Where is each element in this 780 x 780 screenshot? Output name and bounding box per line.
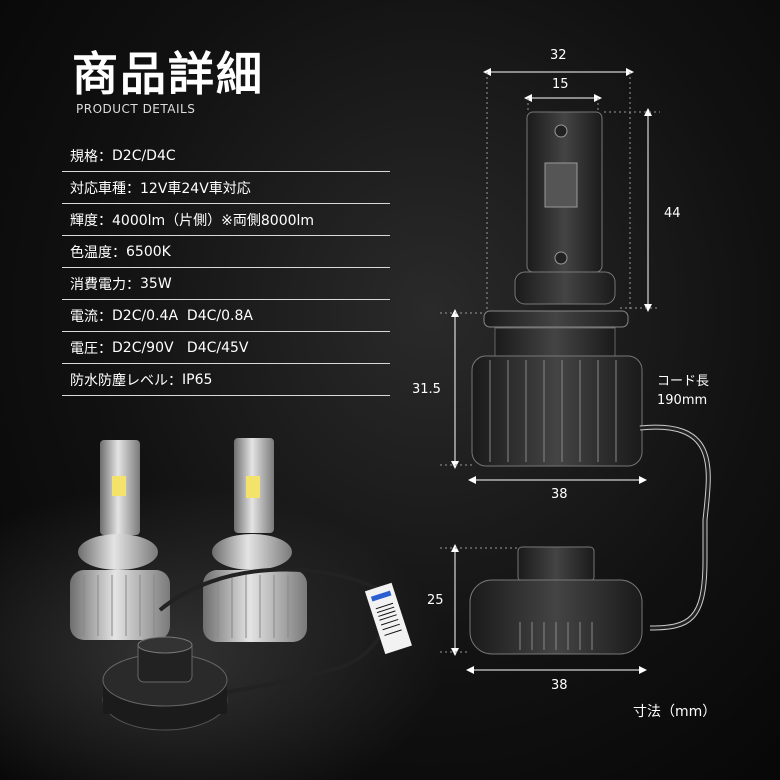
dimension-lines: [451, 68, 652, 674]
spec-row-power: 消費電力：35W: [62, 268, 390, 300]
dim-neck-width: 15: [552, 77, 569, 92]
spec-row-color-temp: 色温度：6500K: [62, 236, 390, 268]
dim-base-width: 38: [551, 487, 568, 502]
dim-height-base: 31.5: [412, 382, 441, 397]
spec-row-ip: 防水防塵レベル：IP65: [62, 364, 390, 396]
spec-list: 規格：D2C/D4C 対応車種：12V車24V車対応 輝度：4000lm（片側）…: [62, 140, 390, 396]
dim-ballast-width: 38: [551, 678, 568, 693]
bulb-drawing: [469, 111, 711, 655]
dim-ballast-height: 25: [427, 593, 444, 608]
spec-row-vehicle: 対応車種：12V車24V車対応: [62, 172, 390, 204]
page-title: 商品詳細: [72, 47, 264, 101]
unit-note: 寸法（mm）: [633, 704, 717, 720]
dim-top-width: 32: [550, 48, 567, 63]
spec-row-current: 電流：D2C/0.4A D4C/0.8A: [62, 300, 390, 332]
extension-lines: [440, 72, 660, 653]
product-photo: [70, 438, 412, 731]
page-subtitle: PRODUCT DETAILS: [76, 102, 196, 116]
dim-height-top: 44: [664, 206, 681, 221]
spec-row-voltage: 電圧：D2C/90V D4C/45V: [62, 332, 390, 364]
cord-length-note: コード長 190mm: [657, 374, 710, 408]
spec-row-brightness: 輝度：4000lm（片側）※両側8000lm: [62, 204, 390, 236]
spec-row-standard: 規格：D2C/D4C: [62, 140, 390, 172]
